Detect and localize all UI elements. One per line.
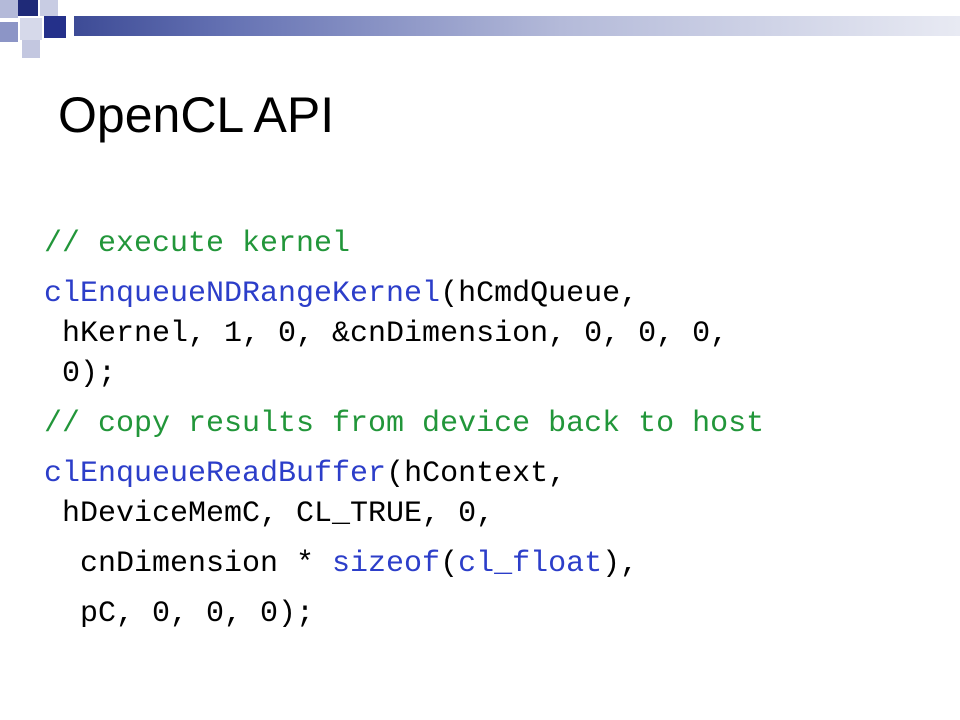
- deco-square-light-3: [20, 18, 42, 40]
- code-line-ndrange: clEnqueueNDRangeKernel(hCmdQueue,: [44, 274, 954, 314]
- deco-square-light-4: [22, 40, 40, 58]
- code-comment-execute: // execute kernel: [44, 227, 351, 261]
- code-block: // execute kernel clEnqueueNDRangeKernel…: [44, 224, 954, 634]
- deco-square-light-2: [40, 0, 58, 16]
- fn-sizeof: sizeof: [332, 547, 441, 581]
- code-line-readbuffer-end: pC, 0, 0, 0);: [44, 597, 315, 631]
- header-gradient-bar: [74, 16, 960, 36]
- code-line-readbuffer: clEnqueueReadBuffer(hContext,: [44, 454, 954, 494]
- type-cl-float: cl_float: [458, 547, 603, 581]
- code-line-readbuffer-args: hDeviceMemC, CL_TRUE, 0,: [44, 497, 495, 531]
- deco-square-mid-1: [0, 22, 18, 42]
- code-line-ndrange-args: hKernel, 1, 0, &cnDimension, 0, 0, 0,: [44, 317, 729, 351]
- fn-clEnqueueReadBuffer: clEnqueueReadBuffer: [44, 457, 387, 491]
- code-sizeof-paren: (: [440, 547, 459, 581]
- code-args-1: (hCmdQueue,: [440, 277, 639, 311]
- deco-square-dark-2: [44, 16, 66, 38]
- deco-square-dark-1: [18, 0, 38, 16]
- fn-clEnqueueNDRangeKernel: clEnqueueNDRangeKernel: [44, 277, 441, 311]
- slide-title: OpenCL API: [58, 87, 335, 143]
- code-line-ndrange-end: 0);: [44, 357, 117, 391]
- code-sizeof-post: ),: [602, 547, 639, 581]
- code-args-2: (hContext,: [386, 457, 567, 491]
- code-sizeof-pre: cnDimension *: [44, 547, 333, 581]
- code-comment-copy: // copy results from device back to host: [44, 407, 765, 441]
- code-line-sizeof: cnDimension * sizeof(cl_float),: [44, 544, 954, 584]
- deco-square-light-1: [0, 0, 18, 18]
